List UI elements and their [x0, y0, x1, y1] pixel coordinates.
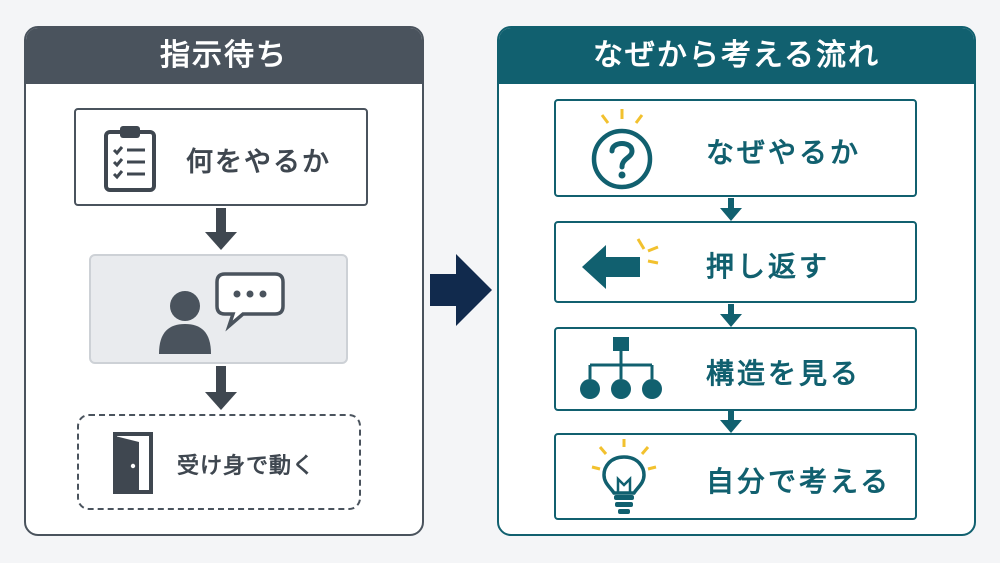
clipboard-checklist-icon	[102, 124, 158, 192]
person-speech-bubble-icon	[155, 270, 285, 354]
step-push-back: 押し返す	[554, 221, 917, 303]
step-think-yourself: 自分で考える	[554, 433, 917, 520]
step-label: なぜやるか	[706, 136, 862, 169]
open-door-icon	[111, 430, 155, 494]
left-arrow-icon	[578, 229, 668, 293]
step-why: なぜやるか	[554, 99, 917, 197]
down-arrow-icon	[719, 198, 743, 222]
down-arrow-icon	[719, 304, 743, 328]
question-mark-icon	[586, 107, 658, 191]
step-what-to-do: 何をやるか	[74, 108, 368, 206]
down-arrow-icon	[719, 410, 743, 434]
step-see-structure: 構造を見る	[554, 327, 917, 411]
step-label: 何をやるか	[186, 147, 331, 178]
step-label: 構造を見る	[706, 357, 862, 390]
step-label: 自分で考える	[706, 465, 892, 498]
step-label: 押し返す	[706, 250, 831, 283]
step-waiting-person	[89, 254, 348, 364]
down-arrow-icon	[203, 208, 239, 252]
left-panel-title: 指示待ち	[26, 28, 422, 84]
down-arrow-icon	[203, 366, 239, 412]
hierarchy-icon	[576, 335, 666, 405]
left-panel: 指示待ち 何をやるか	[24, 26, 424, 536]
right-panel-title: なぜから考える流れ	[499, 28, 974, 84]
right-arrow-icon	[430, 254, 492, 326]
step-label: 受け身で動く	[177, 454, 316, 479]
lightbulb-icon	[586, 437, 662, 519]
step-passive: 受け身で動く	[77, 414, 361, 510]
right-panel: なぜから考える流れ なぜやるか	[497, 26, 976, 536]
